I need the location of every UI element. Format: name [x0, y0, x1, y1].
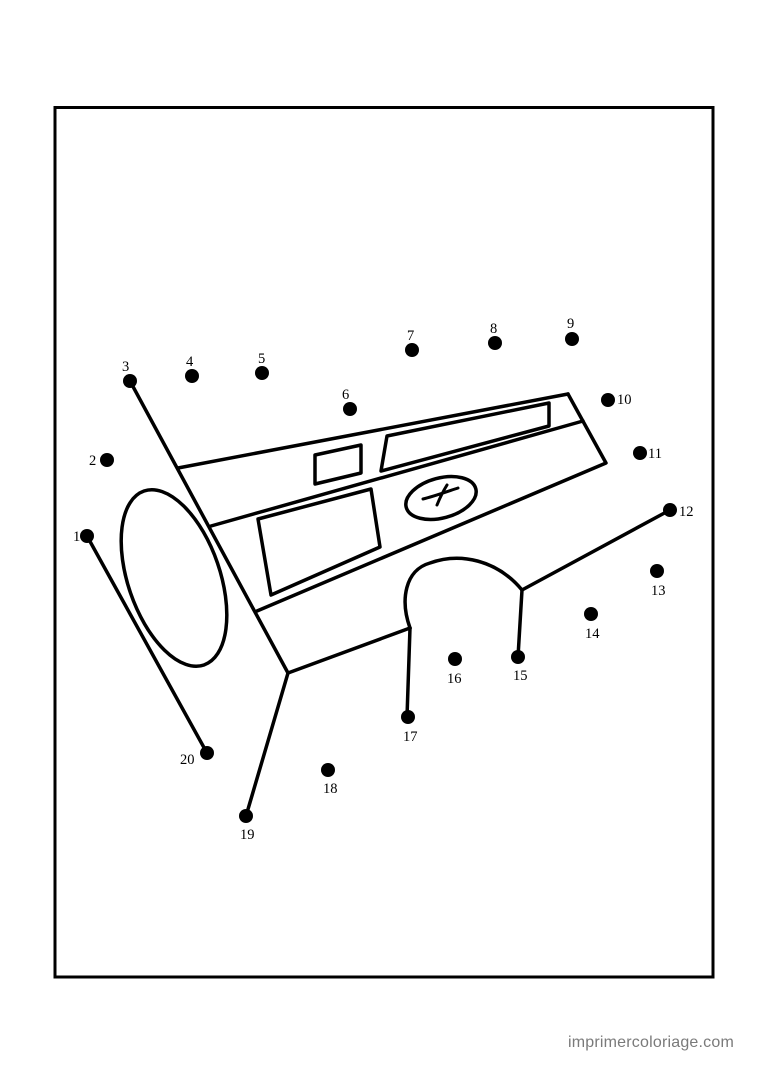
- dot-19: [239, 809, 253, 823]
- site-watermark: imprimercoloriage.com: [567, 1034, 734, 1051]
- body-bottom-edge: [286, 626, 412, 675]
- dot-5: [255, 366, 269, 380]
- dot-17: [401, 710, 415, 724]
- line-1-to-20: [85, 534, 209, 755]
- page-border: [53, 106, 715, 979]
- dot-label-3: 3: [122, 359, 129, 375]
- dot-4: [185, 369, 199, 383]
- dot-label-18: 18: [323, 781, 338, 797]
- dot-label-19: 19: [240, 827, 255, 843]
- dot-label-8: 8: [490, 321, 497, 337]
- dot-2: [100, 453, 114, 467]
- big-window: [256, 487, 382, 597]
- dot-20: [200, 746, 214, 760]
- dot-label-1: 1: [73, 529, 80, 545]
- line-to-12: [520, 508, 672, 592]
- body-nose: [255, 392, 608, 613]
- dot-6: [343, 402, 357, 416]
- dot-12: [663, 503, 677, 517]
- dot-label-6: 6: [342, 387, 349, 403]
- body-stripe: [209, 419, 585, 528]
- line-to-17: [405, 626, 412, 719]
- line-to-15: [516, 588, 524, 659]
- drawing-outline: [85, 379, 672, 818]
- body-top-edge: [176, 392, 570, 470]
- dot-label-12: 12: [679, 504, 694, 520]
- dot-label-10: 10: [617, 392, 632, 408]
- small-window: [313, 443, 363, 486]
- dot-label-20: 20: [180, 752, 195, 768]
- line-to-19: [244, 671, 290, 818]
- dot-label-9: 9: [567, 316, 574, 332]
- dot-7: [405, 343, 419, 357]
- long-window: [379, 401, 551, 473]
- emblem-star: [421, 483, 460, 507]
- dot-9: [565, 332, 579, 346]
- emblem-oval: [404, 474, 478, 522]
- dot-label-17: 17: [403, 729, 418, 745]
- dot-15: [511, 650, 525, 664]
- dot-16: [448, 652, 462, 666]
- dot-1: [80, 529, 94, 543]
- dot-10: [601, 393, 615, 407]
- dot-8: [488, 336, 502, 350]
- dot-11: [633, 446, 647, 460]
- dot-3: [123, 374, 137, 388]
- dot-label-11: 11: [648, 446, 662, 462]
- dot-label-4: 4: [186, 354, 194, 370]
- dot-label-16: 16: [447, 671, 462, 687]
- dot-label-14: 14: [585, 626, 600, 642]
- dot-18: [321, 763, 335, 777]
- wheel-ellipse: [119, 487, 229, 669]
- dot-label-13: 13: [651, 583, 666, 599]
- line-3-to-corner: [128, 379, 290, 675]
- dot-label-2: 2: [89, 453, 96, 469]
- dot-14: [584, 607, 598, 621]
- dot-13: [650, 564, 664, 578]
- dot-label-15: 15: [513, 668, 528, 684]
- dot-label-7: 7: [407, 328, 414, 344]
- arch-leg: [403, 556, 524, 630]
- dot-label-5: 5: [258, 351, 265, 367]
